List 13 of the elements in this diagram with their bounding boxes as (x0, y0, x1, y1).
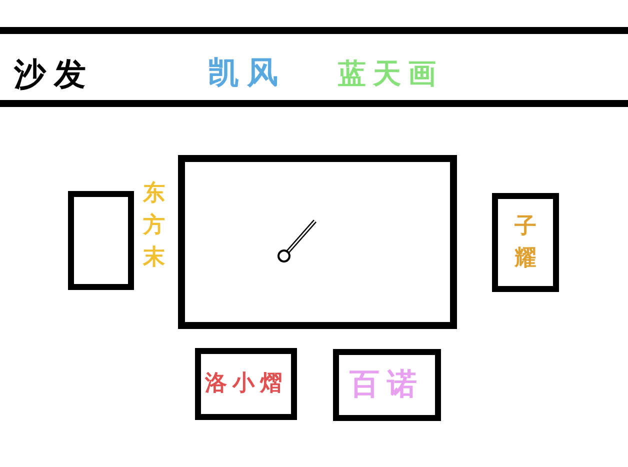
name-label: 子耀 (514, 212, 536, 272)
chair-box (492, 193, 559, 292)
name-label: 东方末 (143, 180, 165, 272)
name-label: 凯风 (208, 58, 286, 89)
chair-box (195, 348, 297, 420)
name-label: 洛小熠 (204, 373, 288, 395)
name-label: 蓝天画 (338, 60, 443, 88)
table-box (178, 155, 457, 329)
sofa-band (0, 27, 628, 107)
chair-box (333, 349, 441, 421)
chair-box (68, 191, 134, 290)
sofa-label: 沙发 (14, 58, 94, 90)
name-label: 百诺 (350, 370, 424, 400)
